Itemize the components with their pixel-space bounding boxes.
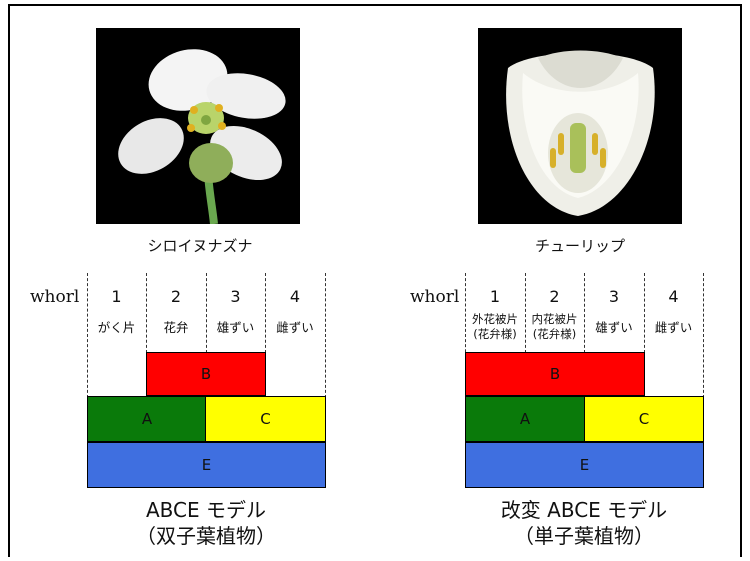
right-whorl-number: 2: [549, 287, 560, 306]
left-organ-label: 雌ずい: [276, 320, 314, 335]
right-organ-label: 雄ずい: [584, 320, 644, 335]
right-organ-label: 内花被片 (花弁様): [525, 312, 584, 342]
left-a-bar: A: [87, 396, 207, 442]
right-organ-line2: (花弁様): [532, 327, 577, 341]
left-c-bar: C: [205, 396, 326, 442]
right-b-bar: B: [465, 352, 645, 396]
right-organ-line2: (花弁様): [473, 327, 517, 341]
tulip-photo: [478, 28, 682, 224]
left-whorl-number: 4: [289, 287, 301, 306]
left-whorl-number: 1: [111, 287, 122, 306]
arabidopsis-photo: [96, 28, 300, 224]
left-divider: [146, 273, 147, 353]
right-organ-line1: 雄ずい: [595, 320, 633, 335]
right-c-bar: C: [584, 396, 704, 442]
left-species-name: シロイヌナズナ: [147, 237, 253, 255]
left-divider: [325, 273, 326, 398]
right-divider: [703, 273, 704, 398]
right-organ-line1: 内花被片: [531, 312, 578, 326]
left-whorl-number: 3: [230, 287, 241, 306]
right-divider: [644, 273, 645, 353]
left-organ-label: 花弁: [163, 320, 189, 335]
left-divider: [87, 273, 88, 398]
right-organ-line1: 雌ずい: [654, 320, 693, 335]
left-whorl-number: 2: [170, 287, 182, 306]
left-organ-label: 雄ずい: [216, 320, 255, 335]
right-divider: [584, 273, 585, 353]
right-model-name: 改変 ABCE モデル: [500, 498, 668, 522]
right-whorl-number: 3: [608, 287, 620, 306]
left-model-type: （双子葉植物）: [136, 524, 276, 548]
right-organ-line1: 外花被片: [472, 312, 518, 326]
right-model-type: （単子葉植物）: [514, 524, 654, 548]
right-divider: [525, 273, 526, 353]
right-organ-label: 外花被片 (花弁様): [465, 312, 525, 342]
right-species-name: チューリップ: [534, 237, 625, 255]
right-whorl-number: 1: [489, 287, 501, 306]
left-whorl-label: whorl: [30, 287, 80, 307]
figure-frame: [8, 4, 742, 557]
left-divider: [265, 273, 266, 353]
right-whorl-number: 4: [668, 287, 679, 306]
left-e-bar: E: [87, 442, 326, 488]
left-organ-label: がく片: [97, 320, 136, 335]
left-model-name: ABCE モデル: [145, 498, 266, 522]
left-divider: [206, 273, 207, 353]
right-whorl-label: whorl: [410, 287, 460, 307]
left-b-bar: B: [146, 352, 266, 396]
right-organ-label: 雌ずい: [644, 320, 703, 335]
right-divider: [465, 273, 466, 398]
right-a-bar: A: [465, 396, 585, 442]
right-e-bar: E: [465, 442, 704, 488]
